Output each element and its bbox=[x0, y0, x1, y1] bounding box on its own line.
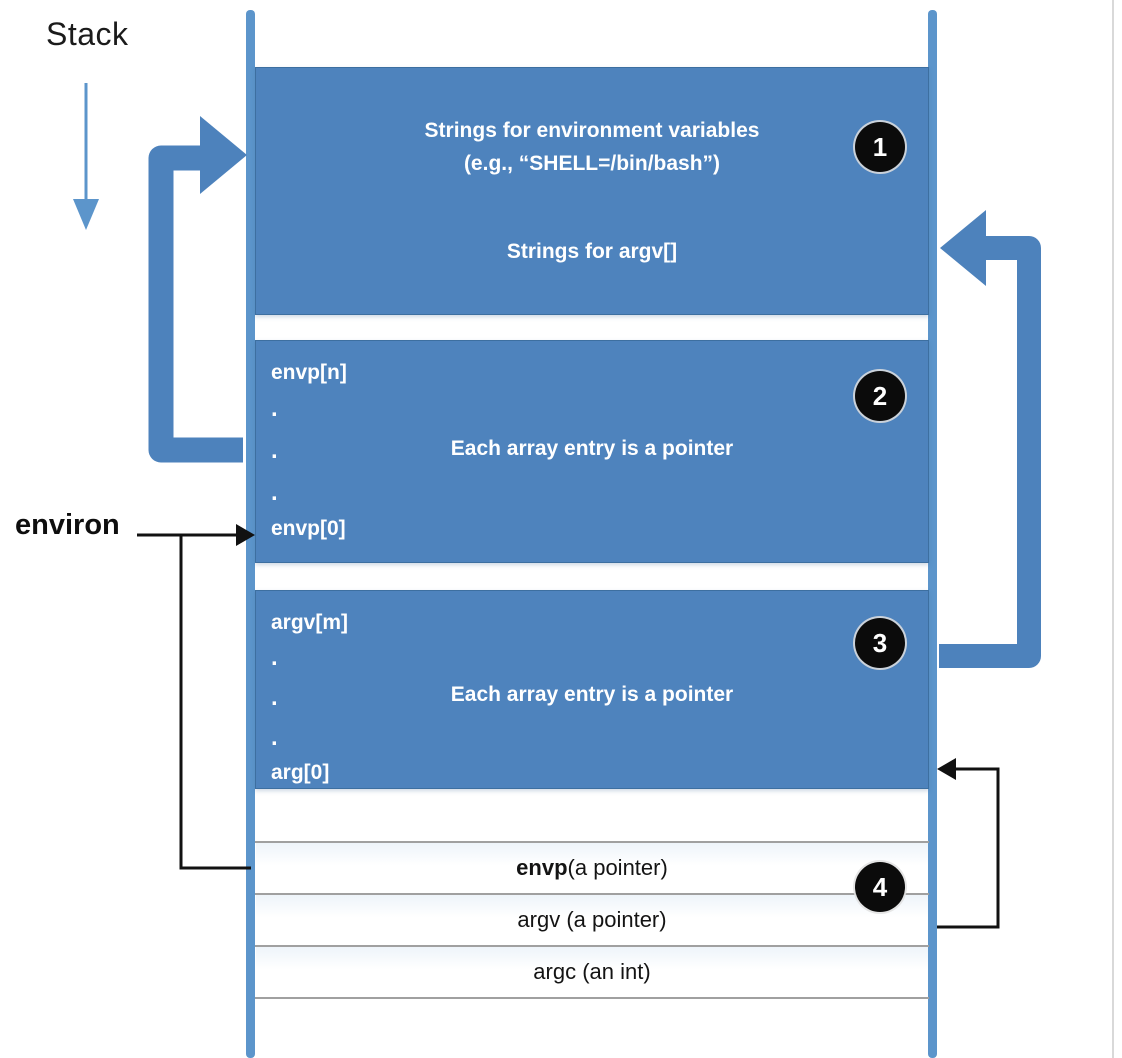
row-separator bbox=[255, 893, 929, 895]
arg-0-label: arg[0] bbox=[271, 761, 330, 784]
envp-0-label: envp[0] bbox=[271, 517, 346, 540]
environ-label: environ bbox=[15, 509, 120, 541]
strings-argv-line: Strings for argv[] bbox=[506, 240, 678, 263]
ellipsis-dot: . bbox=[271, 437, 278, 464]
argv-array-block: argv[m] . . . arg[0] Each array entry is… bbox=[255, 590, 929, 789]
argv-array-labels: argv[m] . . . arg[0] bbox=[271, 609, 348, 789]
argv-pointer-note: Each array entry is a pointer bbox=[450, 683, 734, 706]
stack-left-rail bbox=[246, 10, 255, 1058]
ellipsis-dot: . bbox=[271, 479, 278, 506]
page-edge-divider bbox=[1112, 0, 1114, 1058]
stack-growth-arrow-icon bbox=[73, 83, 99, 230]
envp-array-labels: envp[n] . . . envp[0] bbox=[271, 359, 347, 545]
row-separator bbox=[255, 997, 929, 999]
ellipsis-dot: . bbox=[271, 395, 278, 422]
row-separator bbox=[255, 945, 929, 947]
step-4-badge: 4 bbox=[855, 862, 905, 912]
ellipsis-dot: . bbox=[271, 724, 278, 751]
envp-pointer-note: Each array entry is a pointer bbox=[450, 437, 734, 460]
strings-env-example-line: (e.g., “SHELL=/bin/bash”) bbox=[463, 152, 721, 175]
argc-row-label: argc (an int) bbox=[533, 959, 651, 984]
ellipsis-dot: . bbox=[271, 684, 278, 711]
argc-int-row: argc (an int) bbox=[256, 947, 928, 997]
strings-region-block: Strings for environment variables (e.g.,… bbox=[255, 67, 929, 315]
step-1-badge: 1 bbox=[855, 122, 905, 172]
argv-pointer-row: argv (a pointer) bbox=[256, 895, 928, 945]
row-separator bbox=[255, 841, 929, 843]
envp-array-block: envp[n] . . . envp[0] Each array entry i… bbox=[255, 340, 929, 563]
envp-to-strings-arrow-icon bbox=[148, 116, 247, 463]
stack-right-rail bbox=[928, 10, 937, 1058]
strings-env-line: Strings for environment variables bbox=[424, 119, 760, 142]
environ-to-envp0-arrow-icon bbox=[137, 524, 255, 870]
envp-row-desc: (a pointer) bbox=[567, 855, 668, 880]
ellipsis-dot: . bbox=[271, 644, 278, 671]
envp-row-name: envp bbox=[516, 855, 568, 880]
stack-title: Stack bbox=[46, 16, 129, 52]
argv-to-strings-arrow-icon bbox=[939, 210, 1041, 668]
envp-n-label: envp[n] bbox=[271, 361, 347, 384]
argv-row-label: argv (a pointer) bbox=[517, 907, 667, 932]
step-3-badge: 3 bbox=[855, 618, 905, 668]
argv-m-label: argv[m] bbox=[271, 611, 349, 634]
step-2-badge: 2 bbox=[855, 371, 905, 421]
envp-pointer-row: envp (a pointer) bbox=[256, 843, 928, 893]
argv-row-to-arg0-arrow-icon bbox=[937, 758, 1000, 929]
